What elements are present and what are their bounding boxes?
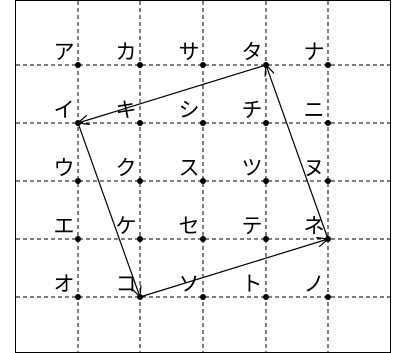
- grid-point: [263, 236, 269, 242]
- kana-label: サ: [179, 40, 200, 64]
- kana-label: ケ: [116, 214, 137, 238]
- grid-point: [263, 294, 269, 300]
- kana-label: ノ: [304, 272, 325, 296]
- kana-label: ク: [116, 156, 137, 180]
- kana-label: イ: [54, 98, 75, 122]
- grid-point: [200, 236, 206, 242]
- grid-point: [200, 120, 206, 126]
- kana-label: エ: [54, 214, 75, 238]
- grid-point: [200, 294, 206, 300]
- grid-point: [137, 236, 143, 242]
- kana-label: テ: [242, 214, 263, 238]
- grid-point: [263, 120, 269, 126]
- kana-label: オ: [54, 272, 75, 296]
- kana-label: ア: [54, 40, 75, 64]
- grid-point: [137, 62, 143, 68]
- arrow-path: [78, 65, 328, 297]
- grid-point: [200, 62, 206, 68]
- grid-point: [200, 178, 206, 184]
- kana-label: カ: [116, 40, 137, 64]
- kana-label: ト: [242, 272, 263, 296]
- grid-point: [137, 120, 143, 126]
- kana-label: チ: [242, 98, 263, 122]
- grid-point: [137, 178, 143, 184]
- kana-label: ソ: [179, 272, 200, 296]
- grid-point: [325, 62, 331, 68]
- kana-label: セ: [179, 214, 200, 238]
- grid-point: [75, 294, 81, 300]
- grid-point: [325, 178, 331, 184]
- grid-point: [75, 62, 81, 68]
- kana-label: シ: [179, 98, 200, 122]
- kana-label: ナ: [304, 40, 325, 64]
- grid-point: [75, 178, 81, 184]
- grid-point: [75, 236, 81, 242]
- arrow-1: [78, 64, 267, 123]
- kana-label: キ: [116, 98, 137, 122]
- arrow-4: [266, 65, 329, 240]
- kana-label: コ: [116, 272, 137, 296]
- kana-label: ツ: [242, 156, 263, 180]
- grid-point: [325, 120, 331, 126]
- arrow-2: [77, 122, 140, 297]
- kana-label: ウ: [54, 156, 75, 180]
- grid-point: [263, 178, 269, 184]
- kana-labels: ア カ サ タ ナイ キ シ チ ニウ ク ス ツ ヌエ ケ セ テ ネオ コ ソ ト ノ: [54, 40, 325, 296]
- kana-label: ス: [179, 156, 200, 180]
- arrow-3: [139, 239, 328, 298]
- kana-label: ニ: [304, 98, 325, 122]
- kana-label: ヌ: [304, 156, 325, 180]
- grid-point: [325, 294, 331, 300]
- kana-label: ネ: [304, 214, 325, 238]
- kana-label: タ: [242, 40, 263, 64]
